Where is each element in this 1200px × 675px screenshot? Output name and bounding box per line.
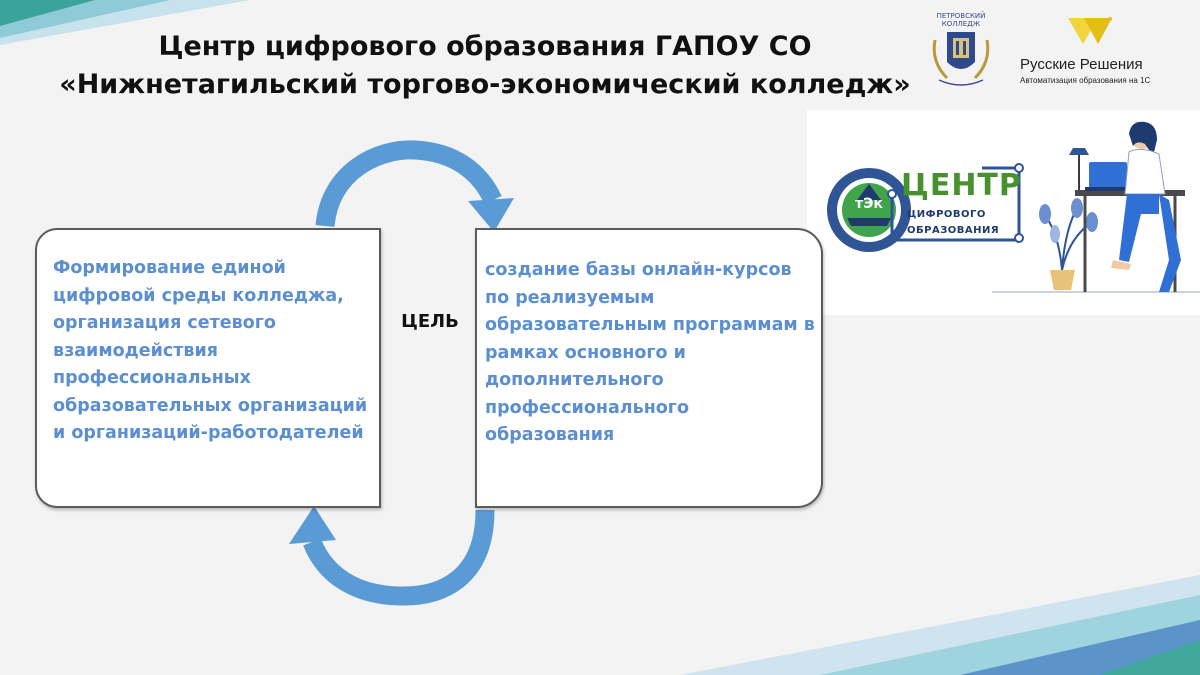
center-subtitle-line-1: ЦИФРОВОГО [907,209,986,220]
right-goal-text: создание базы онлайн-курсов по реализуем… [485,260,815,445]
goal-box-right: создание базы онлайн-курсов по реализуем… [475,228,823,508]
corner-decoration-bottom [680,575,1200,675]
cube-icon [1068,17,1112,44]
page-title: Центр цифрового образования ГАПОУ СО «Ни… [40,28,930,104]
goal-label: ЦЕЛЬ [401,311,459,332]
rr-tagline: Автоматизация образования на 1С [1020,76,1151,85]
goal-box-left: Формирование единой цифровой среды колле… [35,228,381,508]
shield-icon [932,32,990,86]
digital-center-banner: ЦЕНТР ЦИФРОВОГО ОБРАЗОВАНИЯ тЭк [807,110,1200,315]
title-line-1: Центр цифрового образования ГАПОУ СО [158,31,812,62]
logo-caption-line-2: КОЛЛЕДЖ [941,20,981,28]
center-word: ЦЕНТР [901,168,1022,203]
top-arrow [315,140,502,228]
logo-caption-line-1: ПЕТРОВСКИЙ [936,12,986,20]
bottom-arrow-head [289,506,336,544]
rr-brand-name: Русские Решения [1020,56,1143,73]
digital-center-illustration [827,121,1200,293]
left-goal-text: Формирование единой цифровой среды колле… [53,258,368,443]
corner-decoration-top [0,0,250,45]
russkie-resheniya-logo: Русские Решения Автоматизация образовани… [1010,14,1192,94]
emblem-text: тЭк [855,196,883,212]
top-arrow-head [468,198,514,232]
title-line-2: «Нижнетагильский торгово-экономический к… [59,69,911,100]
center-subtitle-line-2: ОБРАЗОВАНИЯ [907,225,1000,236]
petrovsky-college-logo: ПЕТРОВСКИЙ КОЛЛЕДЖ [925,10,997,90]
